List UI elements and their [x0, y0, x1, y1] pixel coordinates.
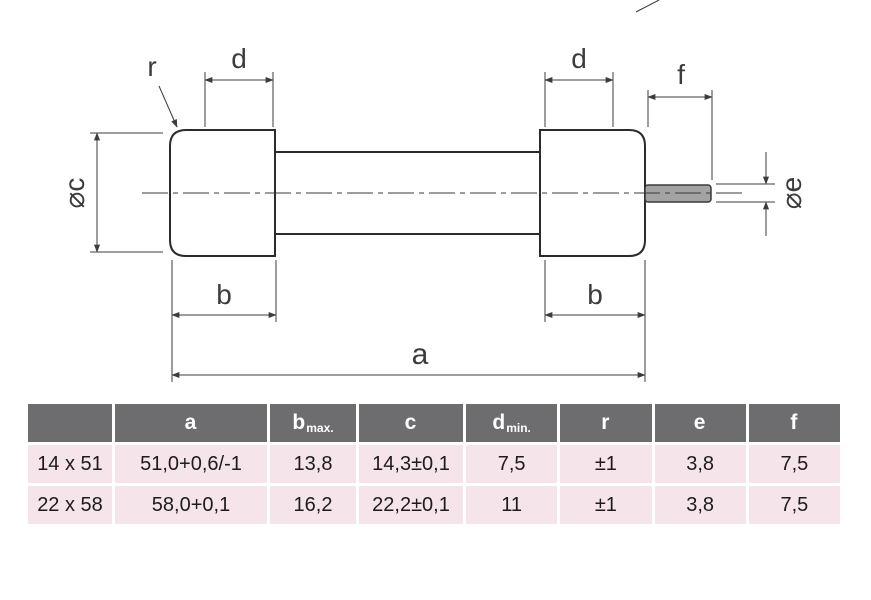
header-label: a [184, 411, 197, 434]
table-cell: 11 [466, 486, 558, 524]
table-cell: 7,5 [466, 445, 558, 483]
dim-label-d-right: d [571, 43, 587, 74]
left-cap [169, 129, 276, 257]
header-cell-a: a [115, 404, 267, 442]
radius-leader-line [158, 85, 178, 128]
table-row: 22 x 58 58,0+0,1 16,2 22,2±0,1 11 ±1 3,8… [28, 486, 840, 524]
table-cell: ±1 [560, 486, 652, 524]
table-cell: ±1 [560, 445, 652, 483]
dim-label-b-left: b [216, 279, 232, 310]
table-cell: 14,3±0,1 [359, 445, 463, 483]
table-cell-size: 14 x 51 [28, 445, 112, 483]
dim-label-b-right: b [587, 279, 603, 310]
header-label: e [693, 411, 706, 434]
header-cell-f: f [748, 404, 840, 442]
header-cell-r: r [560, 404, 652, 442]
table-cell: 13,8 [270, 445, 356, 483]
table-cell: 7,5 [748, 445, 840, 483]
right-cap [539, 129, 646, 257]
dim-label-a: a [412, 338, 429, 371]
header-sub: max. [306, 421, 334, 435]
table-cell: 3,8 [654, 445, 746, 483]
header-label: d [492, 411, 506, 434]
table-row: 14 x 51 51,0+0,6/-1 13,8 14,3±0,1 7,5 ±1… [28, 445, 840, 483]
table-cell-size: 22 x 58 [28, 486, 112, 524]
dim-label-r: r [147, 51, 156, 82]
table-cell: 7,5 [748, 486, 840, 524]
dim-label-f: f [677, 59, 685, 90]
header-cell-size [28, 404, 112, 442]
header-label: b [292, 411, 306, 434]
table-cell: 3,8 [654, 486, 746, 524]
header-cell-c: c [359, 404, 463, 442]
header-cell-e: e [654, 404, 746, 442]
header-label: c [404, 411, 417, 434]
dim-label-d-left: d [231, 43, 247, 74]
fuse-drawing: d d f r ⌀c ⌀e b b a [59, 0, 807, 382]
dim-label-dia-c: ⌀c [59, 178, 90, 209]
crop-artifact-line [635, 0, 660, 13]
table-cell: 22,2±0,1 [359, 486, 463, 524]
dim-label-dia-e: ⌀e [776, 177, 807, 209]
table-cell: 16,2 [270, 486, 356, 524]
header-label: f [790, 411, 798, 434]
table-cell: 51,0+0,6/-1 [115, 445, 267, 483]
header-sub: min. [506, 421, 531, 435]
dimension-lines [93, 76, 770, 379]
table-cell: 58,0+0,1 [115, 486, 267, 524]
header-label: r [601, 411, 610, 434]
